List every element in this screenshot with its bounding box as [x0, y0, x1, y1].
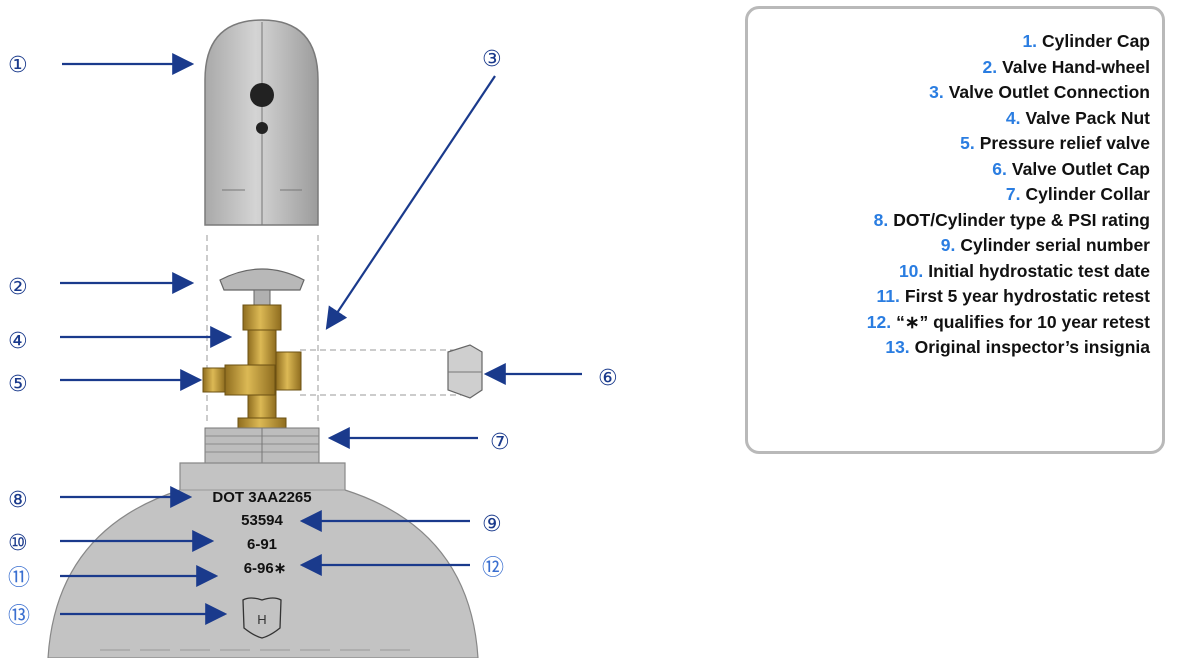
stamp-retest-date: 6-96∗ [244, 560, 287, 577]
cylinder-cap [205, 20, 318, 225]
legend-item: 5.Pressure relief valve [748, 131, 1150, 157]
legend-item: 12.“∗” qualifies for 10 year retest [748, 310, 1150, 336]
legend-item: 7.Cylinder Collar [748, 182, 1150, 208]
callout-3: ③ [482, 47, 502, 72]
legend-number: 7. [1006, 184, 1021, 204]
legend-item: 1.Cylinder Cap [748, 29, 1150, 55]
legend-item: 8.DOT/Cylinder type & PSI rating [748, 208, 1150, 234]
callout-6: ⑥ [598, 366, 618, 391]
callout-8: ⑧ [8, 488, 28, 513]
legend-label: Pressure relief valve [980, 133, 1150, 153]
legend-item: 6.Valve Outlet Cap [748, 157, 1150, 183]
legend-box: 1.Cylinder Cap 2.Valve Hand-wheel 3.Valv… [745, 6, 1165, 454]
callout-9: ⑨ [482, 512, 502, 537]
stamp-serial-number: 53594 [241, 512, 283, 529]
legend-label: DOT/Cylinder type & PSI rating [893, 210, 1150, 230]
legend-number: 13. [885, 337, 909, 357]
valve-outlet-cap [448, 345, 482, 398]
legend-item: 13. Original inspector’s insignia [748, 335, 1150, 361]
legend-list: 1.Cylinder Cap 2.Valve Hand-wheel 3.Valv… [748, 29, 1150, 361]
legend-number: 5. [960, 133, 975, 153]
legend-item: 9.Cylinder serial number [748, 233, 1150, 259]
callout-12: ⑫ [482, 556, 504, 581]
legend-number: 8. [874, 210, 889, 230]
legend-item: 10.Initial hydrostatic test date [748, 259, 1150, 285]
legend-label: Cylinder Cap [1042, 31, 1150, 51]
stamp-dot-rating: DOT 3AA2265 [212, 489, 311, 506]
legend-label: Valve Pack Nut [1025, 108, 1150, 128]
legend-number: 6. [992, 159, 1007, 179]
legend-number: 4. [1006, 108, 1021, 128]
legend-number: 12. [867, 312, 891, 332]
legend-label: Initial hydrostatic test date [928, 261, 1150, 281]
legend-label: Valve Outlet Cap [1012, 159, 1150, 179]
legend-number: 11. [877, 286, 900, 306]
legend-number: 2. [983, 57, 998, 77]
legend-number: 10. [899, 261, 923, 281]
legend-label: First 5 year hydrostatic retest [905, 286, 1150, 306]
callout-7: ⑦ [490, 430, 510, 455]
legend-item: 4.Valve Pack Nut [748, 106, 1150, 132]
insignia-letter: H [257, 612, 266, 627]
legend-label: Original inspector’s insignia [915, 337, 1150, 357]
callout-11: ⑪ [8, 566, 30, 591]
callout-2: ② [8, 275, 28, 300]
valve-hand-wheel [220, 269, 304, 305]
legend-label: Valve Outlet Connection [949, 82, 1150, 102]
legend-label: Cylinder Collar [1026, 184, 1150, 204]
legend-item: 11.First 5 year hydrostatic retest [748, 284, 1150, 310]
arrow-3 [327, 76, 495, 328]
legend-number: 3. [929, 82, 944, 102]
callout-4: ④ [8, 329, 28, 354]
legend-number: 1. [1022, 31, 1037, 51]
legend-item: 3.Valve Outlet Connection [748, 80, 1150, 106]
legend-label: Cylinder serial number [960, 235, 1150, 255]
cylinder-collar [205, 428, 319, 463]
legend-label: Valve Hand-wheel [1002, 57, 1150, 77]
valve-body [203, 305, 301, 428]
legend-label: “∗” qualifies for 10 year retest [896, 312, 1150, 332]
legend-item: 2.Valve Hand-wheel [748, 55, 1150, 81]
callout-1: ① [8, 53, 28, 78]
callout-10: ⑩ [8, 531, 28, 556]
callout-5: ⑤ [8, 372, 28, 397]
legend-number: 9. [941, 235, 956, 255]
callout-13: ⑬ [8, 604, 30, 629]
stamp-initial-test-date: 6-91 [247, 536, 277, 553]
